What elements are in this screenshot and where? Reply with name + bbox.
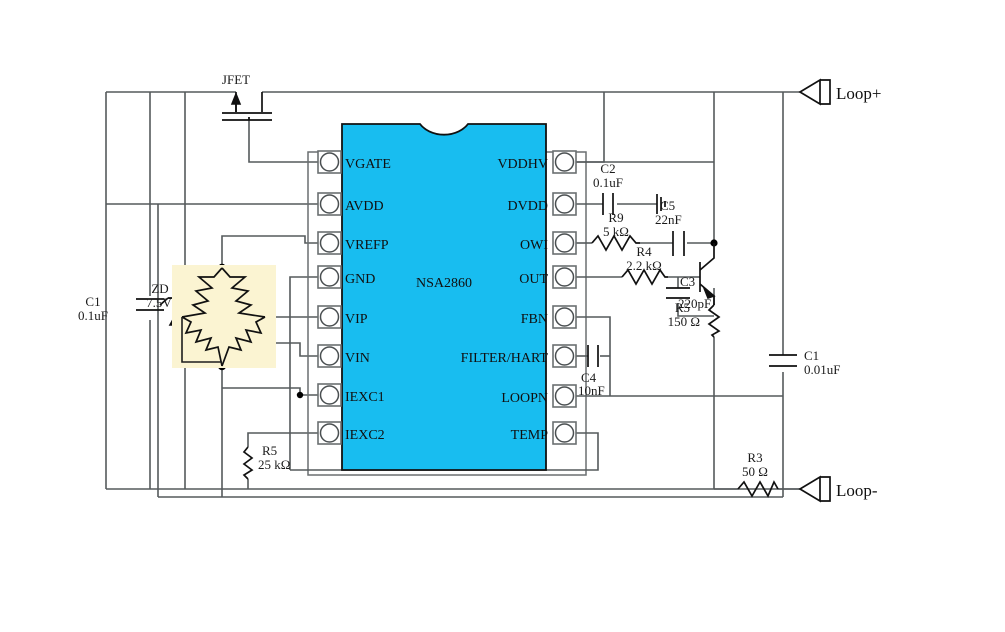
pin-out bbox=[552, 265, 577, 289]
svg-text:FILTER/HART: FILTER/HART bbox=[461, 351, 549, 366]
c3-symbol bbox=[666, 287, 690, 299]
c1-right-value: 0.01uF bbox=[804, 362, 840, 377]
c1-right-ref: C1 bbox=[804, 348, 819, 363]
pin-vin bbox=[317, 344, 342, 368]
r5-bottom-ref: R5 bbox=[262, 443, 277, 458]
pin-avdd bbox=[317, 192, 342, 216]
r5-right-value: 150 Ω bbox=[668, 314, 700, 329]
svg-text:VDDHV: VDDHV bbox=[497, 157, 548, 172]
svg-text:OWI: OWI bbox=[520, 238, 548, 253]
r5-bottom-value: 25 kΩ bbox=[258, 457, 290, 472]
r3-value: 50 Ω bbox=[742, 464, 768, 479]
zener-ref: ZD bbox=[151, 281, 168, 296]
c3-ref: C3 bbox=[680, 274, 695, 289]
pin-temp bbox=[552, 421, 577, 445]
ground-symbol bbox=[656, 194, 666, 214]
c1-left-ref: C1 bbox=[85, 294, 100, 309]
svg-text:OUT: OUT bbox=[519, 272, 548, 287]
svg-text:LOOPN: LOOPN bbox=[501, 391, 548, 406]
jfet-ref-label: JFET bbox=[222, 72, 250, 87]
c4-symbol bbox=[587, 345, 599, 367]
pin-vrefp bbox=[317, 231, 342, 255]
r9-ref: R9 bbox=[608, 210, 623, 225]
chip-pin-labels-left: VGATE AVDD VREFP GND VIP VIN IEXC1 IEXC2 bbox=[345, 157, 391, 443]
svg-text:VREFP: VREFP bbox=[345, 238, 389, 253]
c1-left-value: 0.1uF bbox=[78, 308, 108, 323]
pin-filter-hart bbox=[552, 344, 577, 368]
r9-value: 5 kΩ bbox=[603, 224, 629, 239]
pin-iexc2 bbox=[317, 421, 342, 445]
r3-ref: R3 bbox=[747, 450, 762, 465]
loop-negative-label: Loop- bbox=[836, 481, 878, 500]
c5-symbol bbox=[672, 231, 685, 256]
jfet-symbol bbox=[222, 91, 272, 121]
svg-text:IEXC1: IEXC1 bbox=[345, 390, 385, 405]
pin-gnd bbox=[317, 265, 342, 289]
pin-vddhv bbox=[552, 150, 577, 174]
pin-fbn bbox=[552, 305, 577, 329]
r4-value: 2.2 kΩ bbox=[626, 258, 662, 273]
svg-text:VIN: VIN bbox=[345, 351, 370, 366]
svg-text:IEXC2: IEXC2 bbox=[345, 428, 385, 443]
pin-vgate bbox=[317, 150, 342, 174]
c3-value: 220pF bbox=[678, 296, 711, 311]
chip-pin-labels-right: VDDHV DVDD OWI OUT FBN FILTER/HART LOOPN… bbox=[461, 157, 549, 443]
npn-transistor-symbol bbox=[699, 243, 716, 305]
svg-text:VIP: VIP bbox=[345, 312, 368, 327]
pin-vip bbox=[317, 305, 342, 329]
r5-right-ref: R5 bbox=[675, 300, 690, 315]
c1-right-symbol bbox=[769, 354, 797, 367]
r9-symbol bbox=[591, 234, 640, 252]
chip-pins-right bbox=[552, 150, 577, 445]
svg-text:FBN: FBN bbox=[521, 312, 548, 327]
zener-value: 7.5V bbox=[146, 295, 172, 310]
svg-text:GND: GND bbox=[345, 272, 375, 287]
r3-symbol bbox=[737, 480, 779, 498]
pin-loopn bbox=[552, 384, 577, 408]
chip-package bbox=[341, 123, 547, 471]
pin-dvdd bbox=[552, 192, 577, 216]
r5-right-symbol bbox=[707, 304, 721, 338]
c5-ref: C5 bbox=[660, 198, 675, 213]
r5-bottom-symbol bbox=[242, 446, 254, 480]
c4-ref: C4 bbox=[581, 370, 597, 385]
r4-ref: R4 bbox=[636, 244, 652, 259]
svg-text:VGATE: VGATE bbox=[345, 157, 391, 172]
loop-positive-port bbox=[798, 78, 831, 106]
wheatstone-bridge-sensor bbox=[172, 265, 276, 368]
c2-value: 0.1uF bbox=[593, 175, 623, 190]
c2-ref: C2 bbox=[600, 161, 615, 176]
svg-text:DVDD: DVDD bbox=[508, 199, 548, 214]
pin-owi bbox=[552, 231, 577, 255]
loop-positive-label: Loop+ bbox=[836, 84, 881, 103]
c5-value: 22nF bbox=[655, 212, 682, 227]
chip-pins-left bbox=[317, 150, 342, 445]
svg-text:AVDD: AVDD bbox=[345, 199, 384, 214]
loop-negative-port bbox=[798, 475, 831, 503]
chip-name-label: NSA2860 bbox=[416, 276, 472, 291]
svg-text:TEMP: TEMP bbox=[511, 428, 549, 443]
c4-value: 10nF bbox=[578, 383, 605, 398]
c1-left-symbol bbox=[136, 298, 164, 311]
pin-iexc1 bbox=[317, 383, 342, 407]
r4-symbol bbox=[621, 268, 668, 286]
c2-symbol bbox=[602, 193, 614, 215]
